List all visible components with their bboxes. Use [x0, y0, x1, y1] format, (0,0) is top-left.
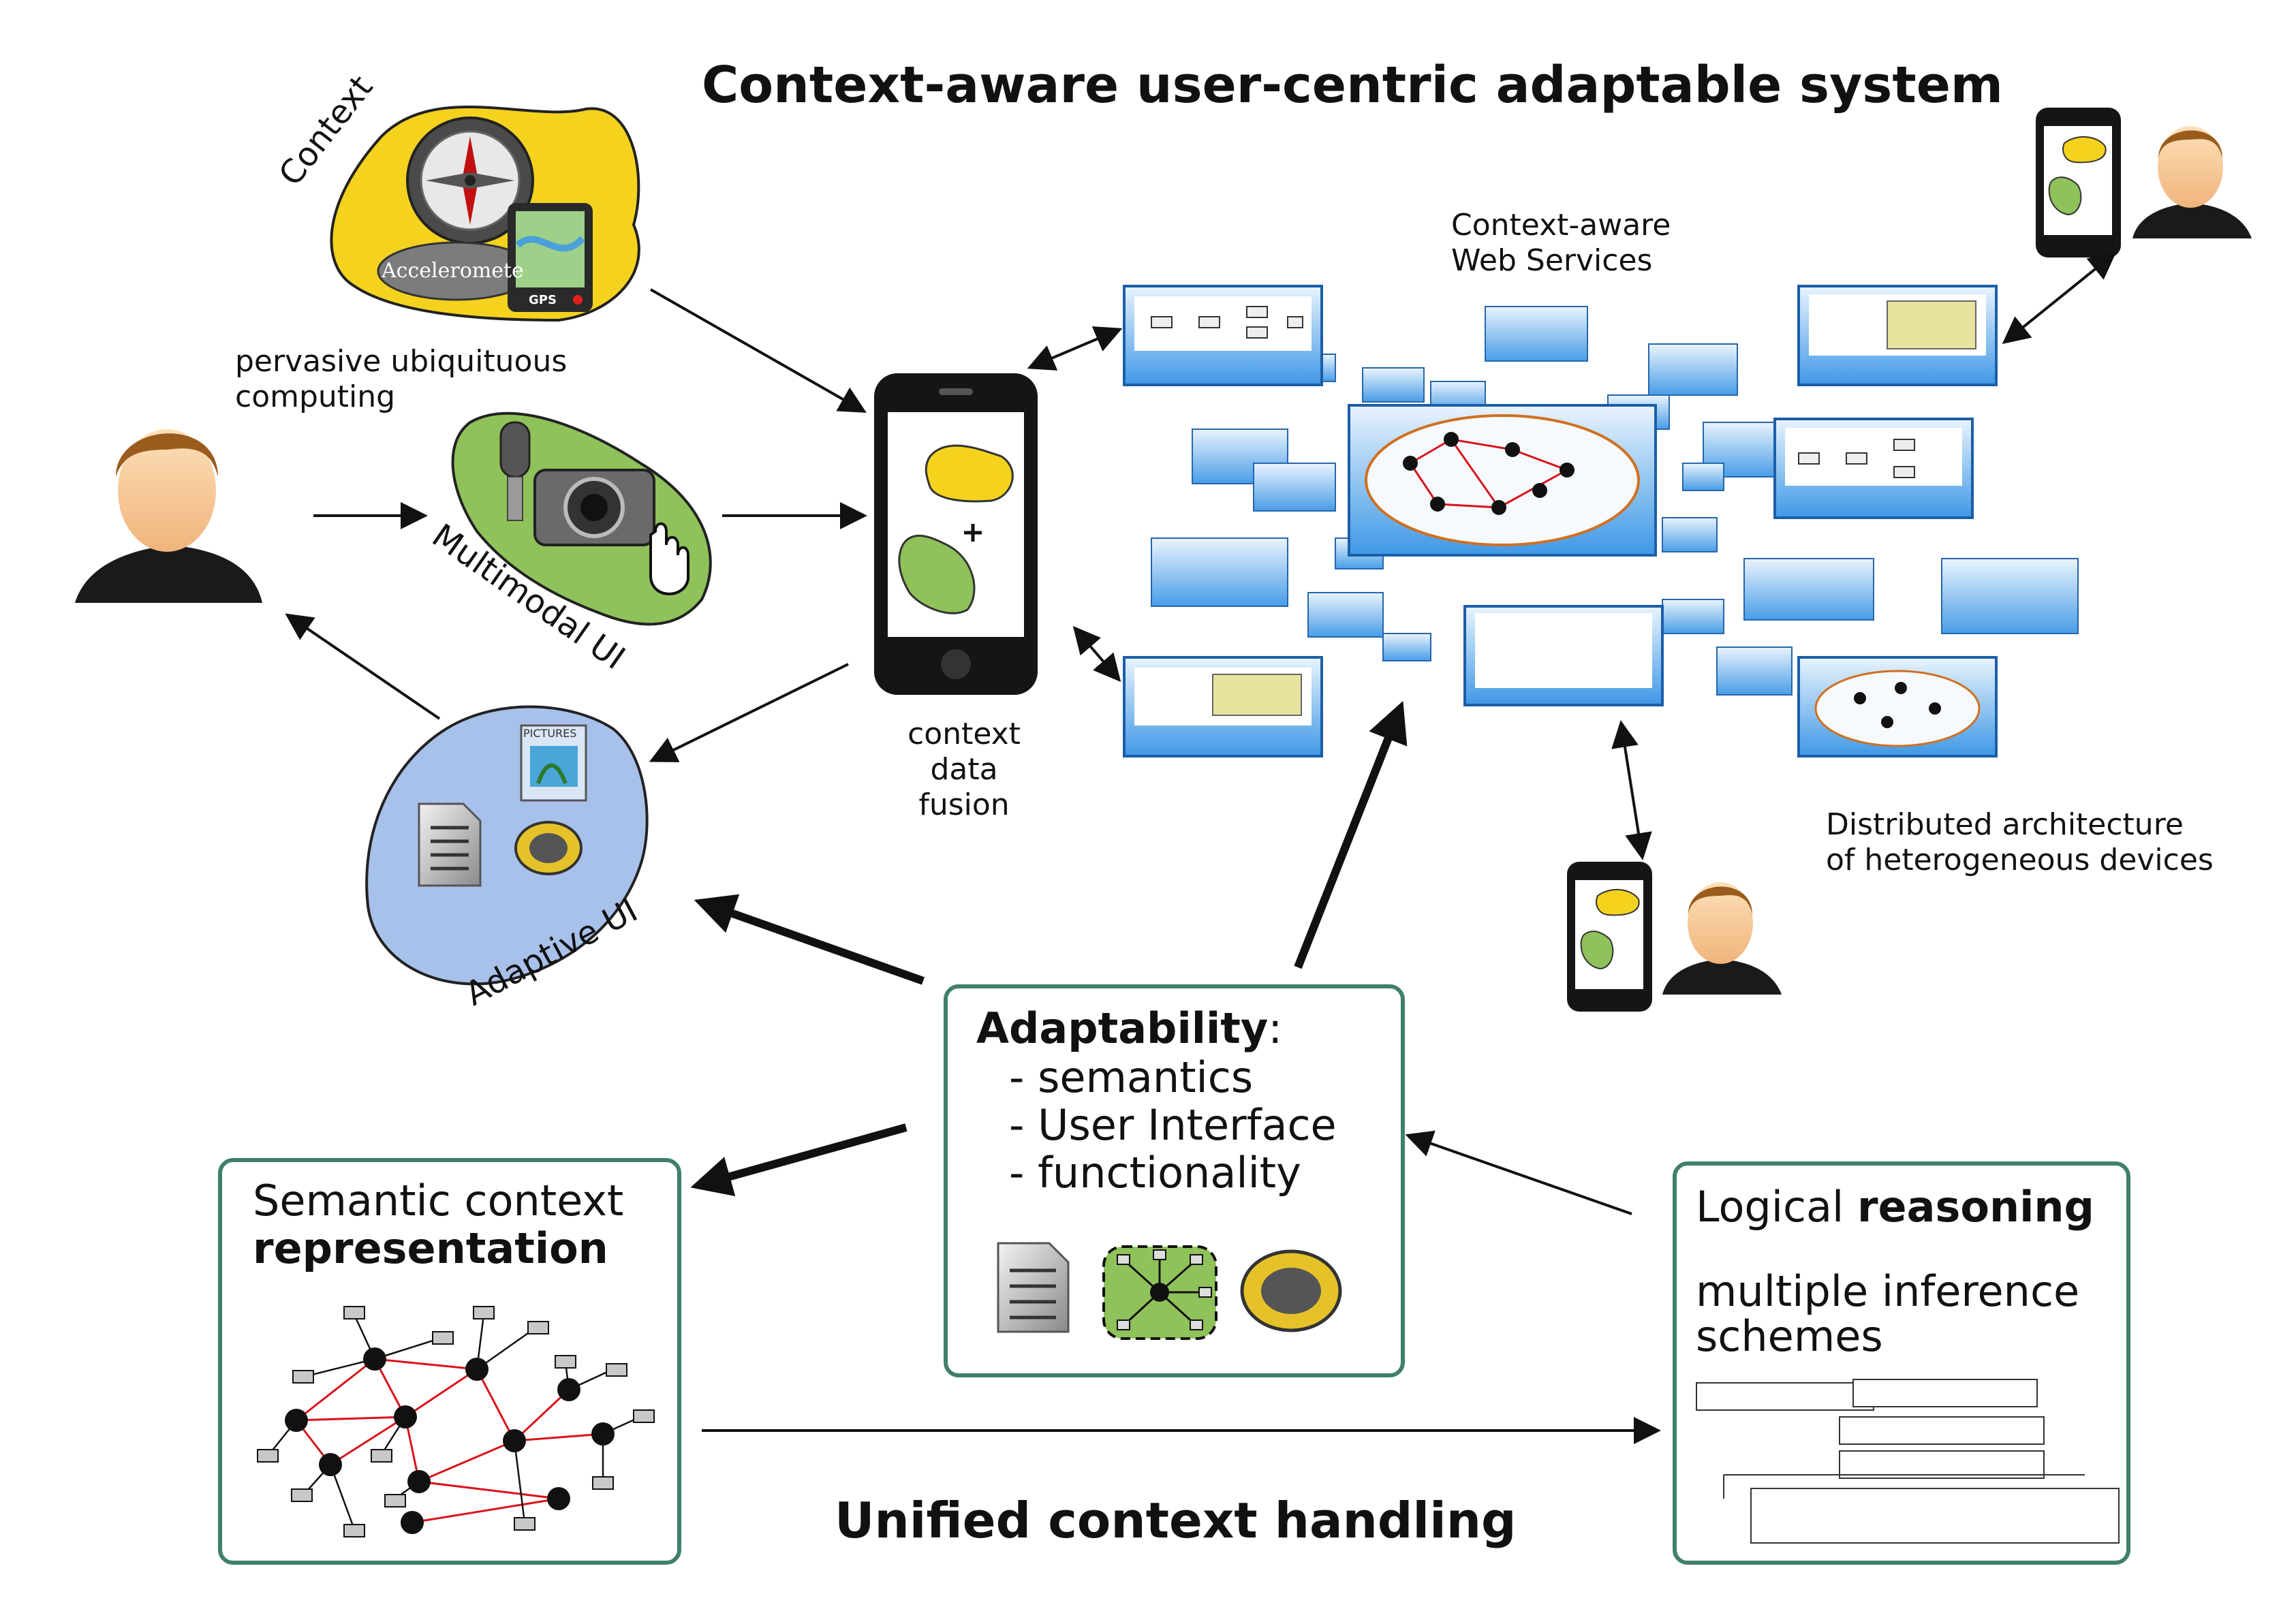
logical-heading: Logical reasoning — [1696, 1183, 2094, 1231]
adaptability-heading-line: Adaptability: — [976, 1005, 1282, 1052]
central-network-screen — [1348, 404, 1657, 557]
unified-context-label: Unified context handling — [835, 1492, 1517, 1549]
document-icon — [418, 802, 482, 887]
adaptability-box: Adaptability: - semantics - User Interfa… — [944, 984, 1405, 1377]
fusion-line2: data — [930, 752, 998, 787]
pictures-label: PICTURES — [523, 727, 577, 740]
phone-top-right — [2036, 108, 2121, 257]
camera-icon — [533, 469, 655, 546]
logical-reasoning-box: Logical reasoning multiple inference sch… — [1673, 1161, 2130, 1565]
network-screen-bottom-right — [1797, 656, 1998, 758]
workflow-screen-top — [1123, 285, 1323, 386]
phone-bottom-center — [1567, 862, 1652, 1012]
logical-bold: reasoning — [1857, 1182, 2094, 1232]
web-services-label: Context-aware Web Services — [1451, 208, 1671, 279]
pervasive-line1: pervasive ubiquituous — [235, 344, 568, 379]
flow-arrows — [285, 251, 2117, 1444]
document-screen-bottom — [1463, 605, 1664, 706]
fusion-line3: fusion — [918, 787, 1010, 822]
adaptability-item-ui: - User Interface — [1009, 1100, 1337, 1150]
semantic-line1: Semantic context — [253, 1176, 624, 1225]
microphone-icon — [499, 421, 531, 521]
user-avatar-bottom-center — [1662, 882, 1782, 995]
distributed-line1: Distributed architecture — [1826, 807, 2184, 842]
semantic-context-box: Semantic context representation — [218, 1158, 681, 1565]
logical-line2: multiple inference — [1696, 1266, 2080, 1316]
pictures-icon — [520, 724, 587, 802]
compass-icon — [406, 116, 534, 245]
user-avatar-top-right — [2132, 126, 2252, 238]
central-phone — [874, 373, 1038, 695]
fusion-line1: context — [907, 717, 1021, 751]
adaptive-blob — [365, 705, 649, 986]
adaptability-item-semantics: - semantics — [1009, 1052, 1254, 1102]
adaptability-heading: Adaptability — [976, 1003, 1269, 1053]
distributed-label: Distributed architecture of heterogeneou… — [1826, 807, 2214, 878]
pervasive-line2: computing — [235, 379, 396, 414]
adaptability-colon: : — [1268, 1003, 1283, 1053]
pervasive-label: pervasive ubiquituous computing — [235, 344, 567, 415]
user-avatar-left — [75, 429, 262, 603]
multimodal-blob — [451, 411, 712, 626]
web-services-line1: Context-aware — [1451, 208, 1671, 243]
table-screen-bottom-left — [1123, 656, 1323, 758]
workflow-screen-right — [1773, 418, 1974, 519]
adaptability-item-functionality: - functionality — [1009, 1148, 1301, 1198]
gps-label: GPS — [529, 293, 557, 307]
bold-arrows — [690, 700, 1408, 1197]
logical-line3: schemes — [1696, 1311, 1883, 1361]
semantic-line2: representation — [253, 1223, 608, 1273]
speaker-icon — [514, 821, 583, 875]
fusion-label: context data fusion — [899, 717, 1029, 823]
distributed-line2: of heterogeneous devices — [1826, 843, 2214, 877]
gps-icon — [508, 203, 593, 312]
accelerometer-label: Acceleromete — [382, 259, 524, 283]
web-services-line2: Web Services — [1451, 243, 1653, 278]
context-blob — [330, 105, 640, 322]
table-screen-top-right — [1797, 285, 1998, 386]
hand-cursor-icon — [649, 522, 689, 595]
page-title: Context-aware user-centric adaptable sys… — [702, 56, 2004, 114]
logical-prefix: Logical — [1696, 1182, 1857, 1232]
